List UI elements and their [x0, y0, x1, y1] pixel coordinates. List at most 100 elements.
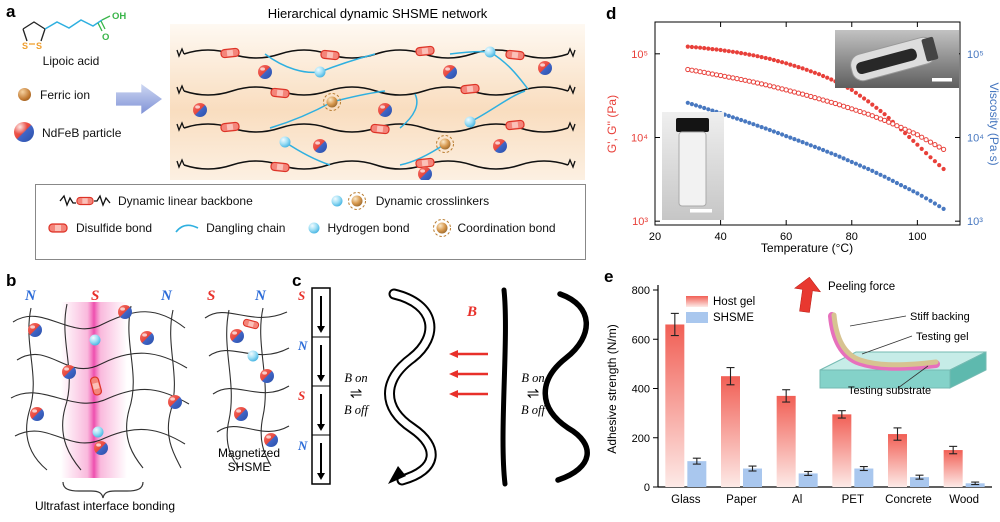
bar-host-Wood — [943, 450, 963, 487]
legend-hydrogen-bond: Hydrogen bond — [307, 221, 410, 235]
data-point — [903, 131, 908, 136]
equilibrium-arrows-icon: ⇌ — [527, 385, 540, 402]
data-point — [853, 90, 858, 95]
data-point — [780, 60, 785, 65]
data-point — [870, 102, 875, 107]
network-background — [170, 24, 585, 180]
bar-host-Al — [776, 395, 796, 487]
data-point — [710, 108, 715, 113]
data-point — [932, 142, 938, 148]
data-point — [829, 151, 834, 156]
data-point — [808, 69, 813, 74]
data-point — [825, 75, 830, 80]
data-point — [763, 55, 768, 61]
data-point — [812, 70, 817, 75]
data-point — [767, 127, 772, 133]
y-tick-label: 200 — [632, 433, 650, 445]
data-point — [759, 55, 764, 60]
bar-shsme-Al — [798, 473, 818, 487]
b-on-label: B on — [344, 371, 367, 385]
ndfeb-particle-label: NdFeB particle — [42, 126, 122, 140]
data-point — [775, 59, 781, 64]
data-point — [878, 172, 883, 177]
x-axis-label: Temperature (°C) — [761, 241, 853, 255]
data-point — [821, 147, 826, 153]
data-point — [763, 126, 768, 131]
data-point — [906, 128, 912, 134]
bar-shsme-Concrete — [910, 477, 929, 487]
bar-shsme-PET — [854, 468, 874, 487]
dynamic-linear-backbone-icon — [59, 194, 111, 207]
data-point — [932, 201, 937, 206]
data-point — [862, 165, 867, 170]
data-point — [857, 93, 863, 98]
data-point — [710, 47, 715, 52]
category-label: Glass — [671, 494, 701, 506]
y-axis-label-left: G', G'' (Pa) — [605, 95, 619, 153]
dangling-chain-icon — [175, 224, 199, 233]
curved-strip — [542, 291, 590, 483]
data-point — [771, 129, 776, 134]
legend-label: Disulfide bond — [76, 221, 153, 235]
coordination-bond-icon — [432, 219, 451, 237]
testing-substrate-label: Testing substrate — [848, 385, 931, 396]
data-point — [821, 73, 826, 79]
data-point — [874, 105, 879, 110]
bar-host-Paper — [721, 376, 740, 487]
carboxyl-bonds — [97, 15, 111, 32]
pole-label: N — [24, 288, 37, 304]
data-point — [800, 66, 805, 71]
data-point — [882, 174, 887, 179]
y-tick-label: 600 — [632, 334, 650, 346]
legend-box: Dynamic linear backbone Dynamic crosslin… — [35, 184, 586, 260]
data-point — [792, 63, 797, 68]
data-point — [924, 151, 929, 156]
data-point — [714, 47, 719, 52]
bar-shsme-Glass — [687, 461, 707, 487]
pole-label: N — [160, 288, 173, 304]
data-point — [796, 138, 801, 143]
scale-bar — [932, 78, 952, 82]
lipoic-acid-structure: S S OH O — [22, 11, 126, 51]
legend-swatch-host — [686, 296, 708, 307]
category-label: Al — [792, 494, 802, 506]
y-tick-label-right: 10³ — [967, 216, 983, 228]
panel-label-a: a — [6, 2, 16, 21]
data-point — [941, 146, 947, 152]
x-tick-label: 60 — [780, 231, 792, 243]
panel-label-b: b — [6, 271, 17, 290]
data-point — [816, 72, 822, 77]
legend-label: Dynamic linear backbone — [118, 194, 253, 208]
data-point — [747, 120, 752, 125]
y-tick-label: 400 — [632, 384, 650, 396]
data-point — [919, 193, 924, 198]
legend-label: Coordination bond — [457, 221, 556, 235]
legend-disulfide-bond: Disulfide bond — [46, 221, 152, 235]
data-point — [734, 116, 740, 121]
data-point — [812, 144, 817, 149]
y-tick-label-left: 10⁴ — [631, 132, 648, 144]
legend-row-2: Disulfide bond Dangling chain Hydrogen b… — [36, 219, 585, 237]
legend-label: Dynamic crosslinkers — [375, 194, 490, 208]
data-point — [829, 77, 834, 82]
network-schematic — [170, 24, 585, 180]
ferric-ion-icon — [18, 88, 31, 101]
sulfur-left-label: S — [22, 41, 28, 51]
data-point — [718, 47, 723, 53]
network-title: Hierarchical dynamic SHSME network — [267, 6, 488, 21]
magnetic-actuation-schematic: S N S N B on ⇌ B off B B on ⇌ B o — [297, 287, 590, 487]
magnet-pole-label: N — [297, 438, 308, 453]
data-point — [902, 126, 908, 132]
data-point — [936, 144, 942, 150]
dynamic-crosslinkers-icon — [331, 192, 366, 210]
lipoic-acid-label: Lipoic acid — [42, 54, 100, 68]
interface-bonding-caption: Ultrafast interface bonding — [34, 499, 176, 513]
data-point — [849, 159, 854, 165]
lipoic-ring — [22, 21, 46, 42]
leader-lines — [849, 315, 929, 389]
data-point — [706, 107, 711, 112]
data-point — [919, 134, 925, 140]
flowing-vial-photo — [835, 30, 959, 88]
equilibrium-arrows-icon: ⇌ — [350, 385, 363, 402]
magnetized-shsme-label: Magnetized SHSME — [217, 446, 281, 474]
